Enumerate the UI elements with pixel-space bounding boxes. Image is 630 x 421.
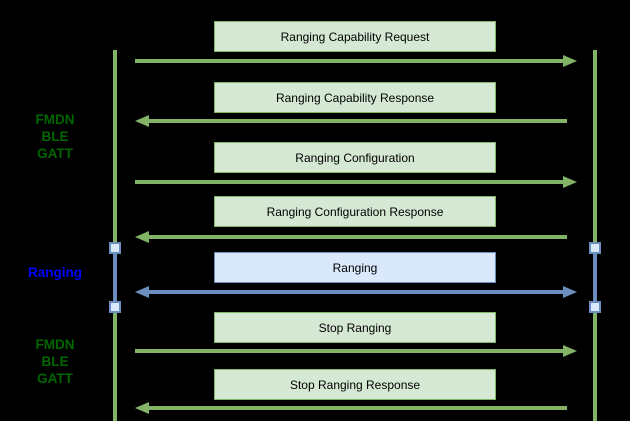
lifeline-left (113, 50, 117, 421)
phase-label-ranging: Ranging (0, 264, 110, 281)
arrowhead-right-icon (563, 55, 577, 67)
message-label: Ranging Configuration Response (266, 204, 444, 219)
ranging-endpoint-marker (589, 242, 601, 254)
phase-label-line: GATT (37, 370, 73, 386)
arrowhead-left-icon (135, 231, 149, 243)
message-label-box: Ranging Configuration (214, 142, 496, 173)
ranging-endpoint-marker (589, 301, 601, 313)
message-arrow-left (149, 406, 567, 410)
phase-label-line: BLE (41, 353, 69, 369)
message-label: Stop Ranging Response (289, 377, 421, 392)
arrowhead-left-icon (135, 402, 149, 414)
phase-label-line: FMDN (35, 336, 75, 352)
arrowhead-right-icon (563, 345, 577, 357)
ranging-span-right (593, 248, 597, 307)
message-label-box: Stop Ranging (214, 312, 496, 343)
phase-label-line: GATT (37, 145, 73, 161)
phase-label-line: FMDN (35, 111, 75, 127)
lifeline-right (593, 50, 597, 421)
message-label: Stop Ranging (318, 320, 392, 335)
ranging-span-left (113, 248, 117, 307)
phase-label-line: BLE (41, 128, 69, 144)
message-arrow-right (135, 349, 563, 353)
arrowhead-left-icon (135, 286, 149, 298)
message-label: Ranging Configuration (295, 150, 415, 165)
arrowhead-left-icon (135, 115, 149, 127)
arrowhead-right-icon (563, 176, 577, 188)
message-label: Ranging (332, 260, 378, 275)
phase-label-line: Ranging (28, 264, 82, 280)
message-label: Ranging Capability Request (280, 29, 430, 44)
message-label-box: Ranging (214, 252, 496, 283)
arrowhead-right-icon (563, 286, 577, 298)
message-label-box: Ranging Configuration Response (214, 196, 496, 227)
ranging-endpoint-marker (109, 301, 121, 313)
message-arrow-left (149, 235, 567, 239)
message-label-box: Stop Ranging Response (214, 369, 496, 400)
message-arrow-both (149, 290, 563, 294)
message-arrow-right (135, 180, 563, 184)
ranging-endpoint-marker (109, 242, 121, 254)
message-label-box: Ranging Capability Response (214, 82, 496, 113)
message-arrow-right (135, 59, 563, 63)
message-label-box: Ranging Capability Request (214, 21, 496, 52)
message-arrow-left (149, 119, 567, 123)
message-label: Ranging Capability Response (275, 90, 435, 105)
